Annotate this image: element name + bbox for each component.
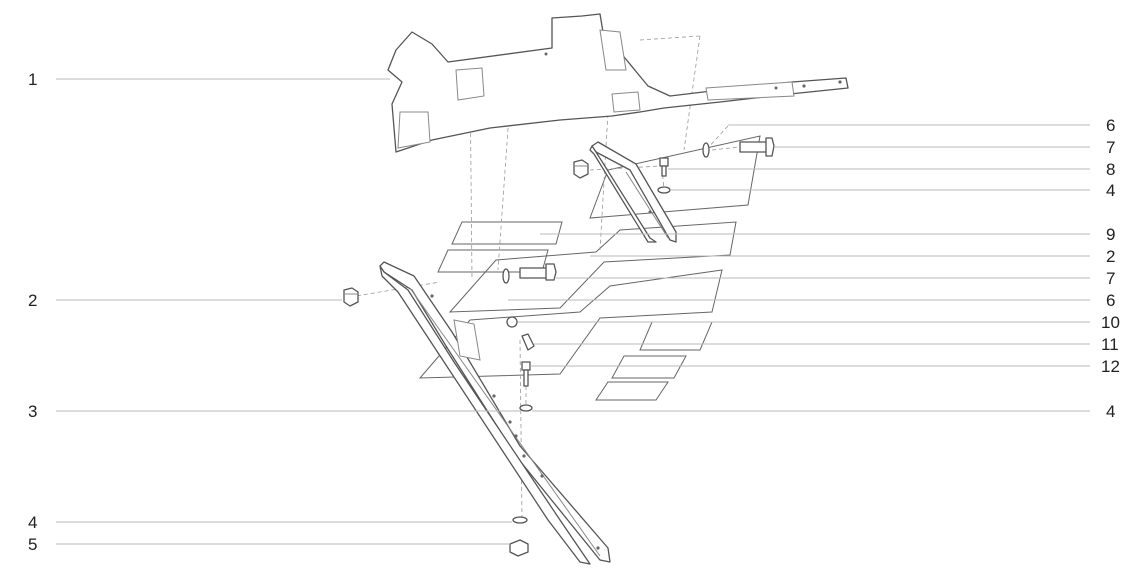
callout-3: 3 xyxy=(28,402,38,421)
bolt-7-lower xyxy=(519,263,557,281)
callout-4-right-lower: 4 xyxy=(1106,402,1116,421)
part-3-lower-channel xyxy=(379,261,611,565)
bolt-11 xyxy=(521,333,535,351)
upper-channel xyxy=(589,141,677,243)
callout-7-lower: 7 xyxy=(1106,269,1116,288)
washer-10 xyxy=(506,316,518,328)
nut-2-left xyxy=(343,287,359,307)
leader-lines-right xyxy=(508,124,1090,412)
leader-lines-left xyxy=(56,78,520,545)
part-1-upper-bracket xyxy=(387,13,849,153)
washer-6-upper xyxy=(702,142,710,158)
nut-2-upper xyxy=(573,159,589,179)
callout-5: 5 xyxy=(28,535,38,554)
callout-9: 9 xyxy=(1106,225,1116,244)
nut-5 xyxy=(509,539,529,557)
callout-6-lower: 6 xyxy=(1106,291,1116,310)
callout-8: 8 xyxy=(1106,160,1116,179)
callout-4-left: 4 xyxy=(28,513,38,532)
washer-6-lower xyxy=(502,268,510,284)
callout-1: 1 xyxy=(28,70,38,89)
callout-12: 12 xyxy=(1101,357,1120,376)
washer-4-middle xyxy=(519,404,533,412)
callout-7-upper: 7 xyxy=(1106,138,1116,157)
washer-4-lower xyxy=(512,516,528,524)
callout-6-upper: 6 xyxy=(1106,116,1116,135)
washer-4-upper xyxy=(657,186,671,194)
callout-11: 11 xyxy=(1101,335,1119,354)
callout-2-right: 2 xyxy=(1106,247,1116,266)
bolt-8 xyxy=(659,157,669,177)
callout-2: 2 xyxy=(28,291,38,310)
callout-4-upper: 4 xyxy=(1106,181,1116,200)
bolt-12 xyxy=(521,361,531,387)
bolt-7-upper xyxy=(739,137,775,157)
callout-10: 10 xyxy=(1101,313,1120,332)
